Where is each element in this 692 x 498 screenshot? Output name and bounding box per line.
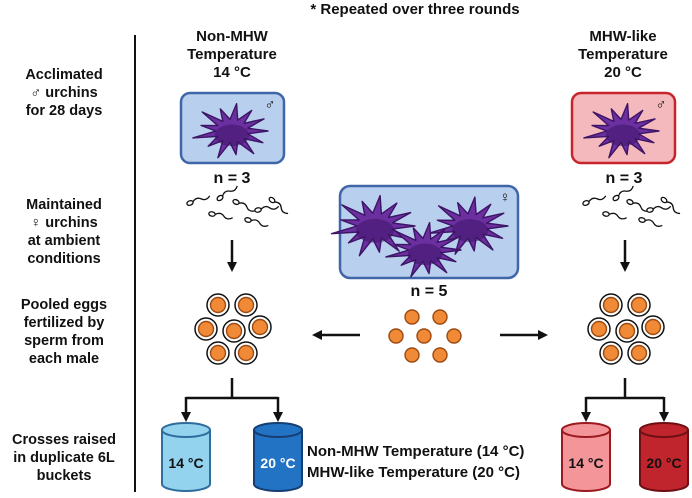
egg-fertilized-right-5 [599,341,623,365]
count-right: n = 3 [605,170,643,187]
sperm-left-0 [186,195,211,206]
egg-unfertilized-4 [446,328,462,344]
left-title-line-1: Non-MHW [196,28,268,45]
left-title-line-2: Temperature [187,46,277,63]
egg-fertilized-left-2 [194,317,218,341]
sperm-right-6 [638,217,663,227]
sperm-right-1 [602,211,627,220]
row-crosses-line-2: in duplicate 6L [13,450,115,466]
row-pooled-line-4: each male [28,351,100,367]
count-female: n = 5 [410,283,448,300]
sperm-right-5 [612,185,634,202]
sperm-left-5 [216,185,238,202]
bucket-label-left-14: 14 °C [168,455,204,471]
sperm-right-0 [582,195,607,206]
sperm-left-3 [254,205,280,213]
right-title-line-2: Temperature [578,46,668,63]
row-maintained-line-4: conditions [27,251,101,267]
egg-fertilized-right-6 [627,341,651,365]
left-title-line-3: 14 °C [213,64,251,81]
urchin-male-left [192,102,269,159]
egg-fertilized-left-6 [234,341,258,365]
row-label-maintained: Maintained ♀ urchins at ambient conditio… [0,196,128,268]
row-acclimated-line-3: for 28 days [25,103,103,119]
left-group-title: Non-MHW Temperature 14 °C [172,28,292,82]
egg-fertilized-left-4 [248,315,272,339]
branch-right [581,378,669,422]
sperm-left-2 [232,198,256,212]
egg-fertilized-left-0 [206,293,230,317]
female-symbol: ♀ [499,189,511,206]
row-crosses-line-3: buckets [36,468,92,484]
egg-unfertilized-2 [388,328,404,344]
urchin-male-right [583,102,660,159]
row-maintained-line-3: at ambient [27,233,101,249]
row-maintained-line-1: Maintained [26,197,102,213]
egg-fertilized-right-1 [627,293,651,317]
sperm-left-4 [268,196,289,215]
egg-fertilized-right-4 [641,315,665,339]
row-acclimated-line-1: Acclimated [25,67,103,83]
row-label-acclimated: Acclimated ♂ urchins for 28 days [0,66,128,120]
bucket-left-14 [161,422,211,492]
egg-fertilized-left-1 [234,293,258,317]
row-label-pooled: Pooled eggs fertilized by sperm from eac… [0,296,128,368]
right-title-line-3: 20 °C [604,64,642,81]
bucket-label-left-20: 20 °C [260,455,296,471]
bucket-left-20 [253,422,303,492]
sperm-group [186,185,681,227]
row-pooled-line-1: Pooled eggs [20,297,108,313]
row-acclimated-line-2: ♂ urchins [30,85,98,101]
male-symbol-right: ♂ [655,96,667,113]
egg-group [194,293,665,365]
repeat-note: * Repeated over three rounds [310,1,520,18]
egg-unfertilized-5 [404,347,420,363]
count-left: n = 3 [213,170,251,187]
bucket-group [161,422,689,492]
bucket-right-20 [639,422,689,492]
urchin-female-3 [385,221,462,278]
egg-fertilized-left-3 [222,319,246,343]
egg-fertilized-left-5 [206,341,230,365]
sperm-left-1 [208,211,233,220]
egg-fertilized-right-2 [587,317,611,341]
egg-unfertilized-3 [416,328,432,344]
row-maintained-line-2: ♀ urchins [30,215,98,231]
urchin-group [192,102,660,278]
bucket-right-14 [561,422,611,492]
egg-unfertilized-1 [432,309,448,325]
sperm-right-2 [626,198,650,212]
egg-unfertilized-0 [404,309,420,325]
legend: Non-MHW Temperature (14 °C) MHW-like Tem… [307,441,524,483]
row-pooled-line-3: sperm from [24,333,104,349]
sperm-left-6 [244,217,269,227]
legend-line-2: MHW-like Temperature (20 °C) [307,464,520,481]
urchin-female-1 [330,194,416,257]
row-pooled-line-2: fertilized by [23,315,105,331]
male-symbol-left: ♂ [264,96,276,113]
egg-fertilized-right-0 [599,293,623,317]
right-title-line-1: MHW-like [589,28,657,45]
right-group-title: MHW-like Temperature 20 °C [563,28,683,82]
branch-left [181,378,283,422]
egg-fertilized-right-3 [615,319,639,343]
sperm-right-3 [646,205,672,213]
row-label-crosses: Crosses raised in duplicate 6L buckets [0,431,128,485]
bucket-label-right-20: 20 °C [646,455,682,471]
bucket-label-right-14: 14 °C [568,455,604,471]
sperm-right-4 [660,196,681,215]
legend-line-1: Non-MHW Temperature (14 °C) [307,443,525,460]
row-crosses-line-1: Crosses raised [12,432,116,448]
egg-unfertilized-6 [432,347,448,363]
